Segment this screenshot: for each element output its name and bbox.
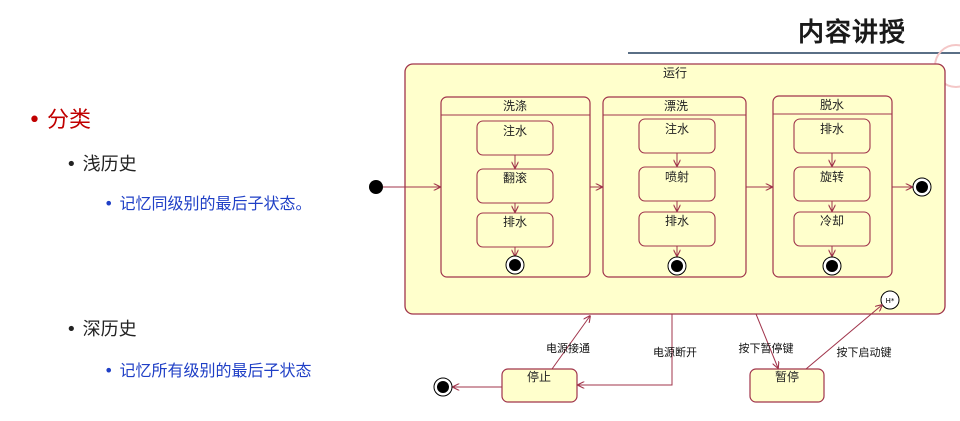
bullet-deep-description: • 记忆所有级别的最后子状态 xyxy=(104,357,311,381)
bullet-category-text: 分类 xyxy=(46,108,91,133)
bullet-shallow-history: •浅历史 xyxy=(66,150,137,176)
history-marker-label: H* xyxy=(886,297,895,305)
transition-press-start xyxy=(805,305,882,370)
bullet-dot-icon: • xyxy=(66,154,77,175)
rinsing-step-1: 注水 xyxy=(665,121,689,136)
bullet-shallow-desc-text: 记忆同级别的最后子状态。 xyxy=(119,194,312,213)
page-title: 内容讲授 xyxy=(797,18,906,48)
bullet-dot-icon: • xyxy=(104,361,114,380)
bullet-deep-desc-text: 记忆所有级别的最后子状态 xyxy=(119,361,312,380)
washing-step-1: 注水 xyxy=(503,123,527,138)
transition-power-on xyxy=(551,316,590,370)
label-press-start: 按下启动键 xyxy=(837,345,892,359)
label-press-pause: 按下暂停键 xyxy=(739,341,794,355)
washing-state: 洗涤 注水 翻滚 排水 xyxy=(440,96,591,278)
bullet-deep-text: 深历史 xyxy=(82,319,137,340)
bullet-dot-icon: • xyxy=(104,194,114,213)
transition-power-off xyxy=(578,314,673,385)
spin-step-2: 旋转 xyxy=(820,169,844,184)
spin-dry-state: 脱水 排水 旋转 冷却 xyxy=(772,95,893,278)
spin-dry-title: 脱水 xyxy=(820,97,844,112)
bullet-dot-icon: • xyxy=(28,108,41,133)
pause-state xyxy=(749,368,825,403)
rinsing-step-2: 喷射 xyxy=(665,169,689,184)
running-state-label: 运行 xyxy=(663,66,687,80)
rinsing-state: 漂洗 注水 喷射 排水 xyxy=(602,96,747,278)
washing-step-2: 翻滚 xyxy=(503,170,527,185)
pause-state-label: 暂停 xyxy=(775,369,799,384)
spin-step-1: 排水 xyxy=(820,122,844,136)
label-power-on: 电源接通 xyxy=(546,341,590,355)
stop-state-label: 停止 xyxy=(527,369,551,384)
bullet-shallow-description: • 记忆同级别的最后子状态。 xyxy=(104,190,311,214)
initial-state-icon xyxy=(369,180,383,194)
bullet-category: •分类 xyxy=(28,102,91,134)
bullet-dot-icon: • xyxy=(66,319,77,340)
washing-title: 洗涤 xyxy=(503,99,527,113)
washing-step-3: 排水 xyxy=(503,215,527,229)
bullet-shallow-text: 浅历史 xyxy=(82,154,137,175)
deep-history-icon xyxy=(880,290,900,310)
rinsing-step-3: 排水 xyxy=(665,214,689,228)
bullet-deep-history: •深历史 xyxy=(66,315,137,341)
title-divider xyxy=(628,52,960,54)
label-power-off: 电源断开 xyxy=(653,345,697,359)
transition-press-pause xyxy=(755,313,778,368)
rinsing-title: 漂洗 xyxy=(664,99,688,113)
spin-step-3: 冷却 xyxy=(820,214,844,228)
stop-state xyxy=(501,368,578,403)
